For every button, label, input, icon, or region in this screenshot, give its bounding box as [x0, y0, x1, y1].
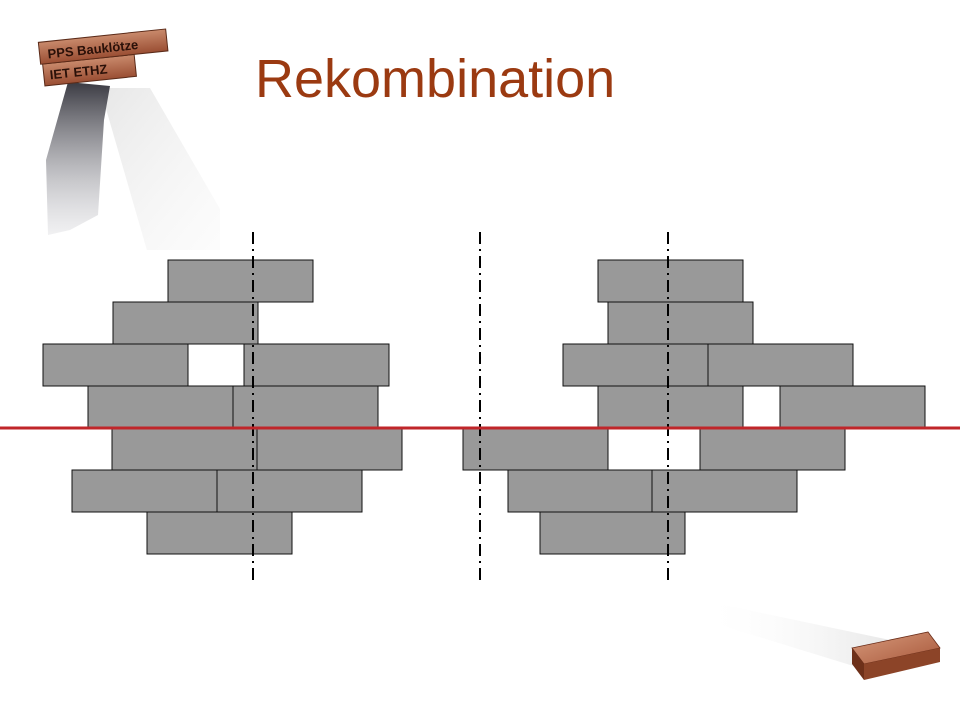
- brick: [462, 427, 609, 471]
- brick: [232, 385, 379, 429]
- brick: [779, 385, 926, 429]
- brick: [539, 511, 686, 555]
- brick: [167, 259, 314, 303]
- brick: [216, 469, 363, 513]
- slide-title: Rekombination: [255, 49, 616, 109]
- brick: [42, 343, 189, 387]
- brick: [243, 343, 390, 387]
- brick: [256, 427, 403, 471]
- brick: [562, 343, 709, 387]
- brick: [112, 301, 259, 345]
- brick: [597, 259, 744, 303]
- left-brick-wall: [42, 259, 403, 555]
- brick: [607, 301, 754, 345]
- right-brick-wall: [462, 259, 926, 555]
- logo: PPS Bauklötze IET ETHZ: [0, 0, 220, 250]
- brick: [146, 511, 293, 555]
- logo-line2: IET ETHZ: [49, 61, 108, 82]
- brick: [597, 385, 744, 429]
- brick-stack-logo-icon: PPS Bauklötze IET ETHZ: [37, 28, 220, 250]
- brick: [651, 469, 798, 513]
- brick: [699, 427, 846, 471]
- brick: [707, 343, 854, 387]
- brick: [507, 469, 654, 513]
- brick: [71, 469, 218, 513]
